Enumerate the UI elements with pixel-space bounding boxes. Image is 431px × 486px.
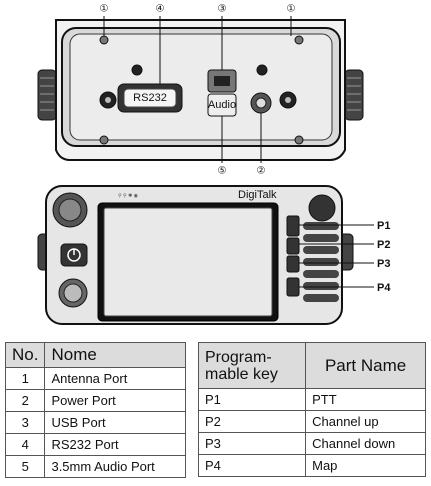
table-row: P3 Channel down — [197, 432, 426, 455]
port-name: Antenna Port — [44, 367, 186, 390]
key-part: Channel up — [305, 410, 426, 433]
header-key-line2: mable key — [205, 365, 278, 383]
table-row: P1 PTT — [197, 388, 426, 411]
port-name: RS232 Port — [44, 433, 186, 456]
table-row: 5 3.5mm Audio Port — [4, 455, 186, 478]
radio-diagram: RS232 Audio ① ④ ③ ① ⑤ ② — [37, 4, 391, 325]
port-name: Power Port — [44, 389, 186, 412]
speaker-grille — [303, 222, 339, 302]
port-no: 1 — [4, 367, 46, 390]
p4-label: P4 — [377, 282, 391, 294]
header-part-name: Part Name — [305, 342, 426, 389]
status-icons: ⚲ ⚲ ✱ ◉ — [118, 193, 139, 199]
table-row: 1 Antenna Port — [4, 367, 186, 390]
table-header-row: Program- mable key Part Name — [197, 342, 426, 389]
port-name: USB Port — [44, 411, 186, 434]
table-row: 2 Power Port — [4, 389, 186, 412]
header-no: No. — [4, 342, 46, 368]
header-name: Nome — [44, 342, 186, 368]
bracket-knob-left — [37, 69, 57, 121]
table-row: P4 Map — [197, 454, 426, 477]
header-programmable-key: Program- mable key — [197, 342, 307, 389]
aux-port — [131, 64, 143, 76]
key-part: Map — [305, 454, 426, 477]
header-key-line1: Program- — [205, 348, 272, 366]
key-id: P2 — [197, 410, 307, 433]
callout-1-right: ① — [287, 4, 296, 15]
display-screen — [103, 207, 273, 317]
p4-key — [286, 277, 300, 297]
port-name: 3.5mm Audio Port — [44, 455, 186, 478]
radio-back-view: RS232 Audio ① ④ ③ ① ⑤ ② — [37, 4, 364, 177]
screw — [294, 35, 304, 45]
radio-front-view: ⚲ ⚲ ✱ ◉ DigiTalk P1 P2 P3 P4 — [37, 185, 391, 325]
key-id: P3 — [197, 432, 307, 455]
screw — [99, 35, 109, 45]
port-no: 3 — [4, 411, 46, 434]
port-no: 2 — [4, 389, 46, 412]
table-header-row: No. Nome — [4, 342, 186, 368]
p1-label: P1 — [377, 220, 390, 232]
callout-2: ② — [257, 166, 266, 177]
brand-logo: DigiTalk — [238, 189, 277, 201]
callout-3: ③ — [218, 4, 227, 15]
p3-key — [286, 255, 300, 273]
screw — [99, 135, 109, 145]
aux-port — [256, 64, 268, 76]
ports-table: No. Nome 1 Antenna Port 2 Power Port 3 U… — [4, 342, 186, 478]
screw — [294, 135, 304, 145]
callout-1-left: ① — [100, 4, 109, 15]
table-row: 4 RS232 Port — [4, 433, 186, 456]
p3-label: P3 — [377, 258, 390, 270]
p1-key — [286, 215, 300, 237]
channel-knob — [308, 194, 336, 222]
port-no: 4 — [4, 433, 46, 456]
table-row: P2 Channel up — [197, 410, 426, 433]
p2-key — [286, 237, 300, 255]
keys-table: Program- mable key Part Name P1 PTT P2 C… — [197, 342, 426, 477]
key-part: PTT — [305, 388, 426, 411]
callout-4: ④ — [156, 4, 165, 15]
key-id: P4 — [197, 454, 307, 477]
p2-label: P2 — [377, 239, 390, 251]
rs232-port-label: RS232 — [133, 92, 167, 104]
port-no: 5 — [4, 455, 46, 478]
bracket-knob-right — [344, 69, 364, 121]
table-row: 3 USB Port — [4, 411, 186, 434]
audio-port-label: Audio — [208, 99, 236, 111]
key-id: P1 — [197, 388, 307, 411]
key-part: Channel down — [305, 432, 426, 455]
callout-5: ⑤ — [218, 166, 227, 177]
